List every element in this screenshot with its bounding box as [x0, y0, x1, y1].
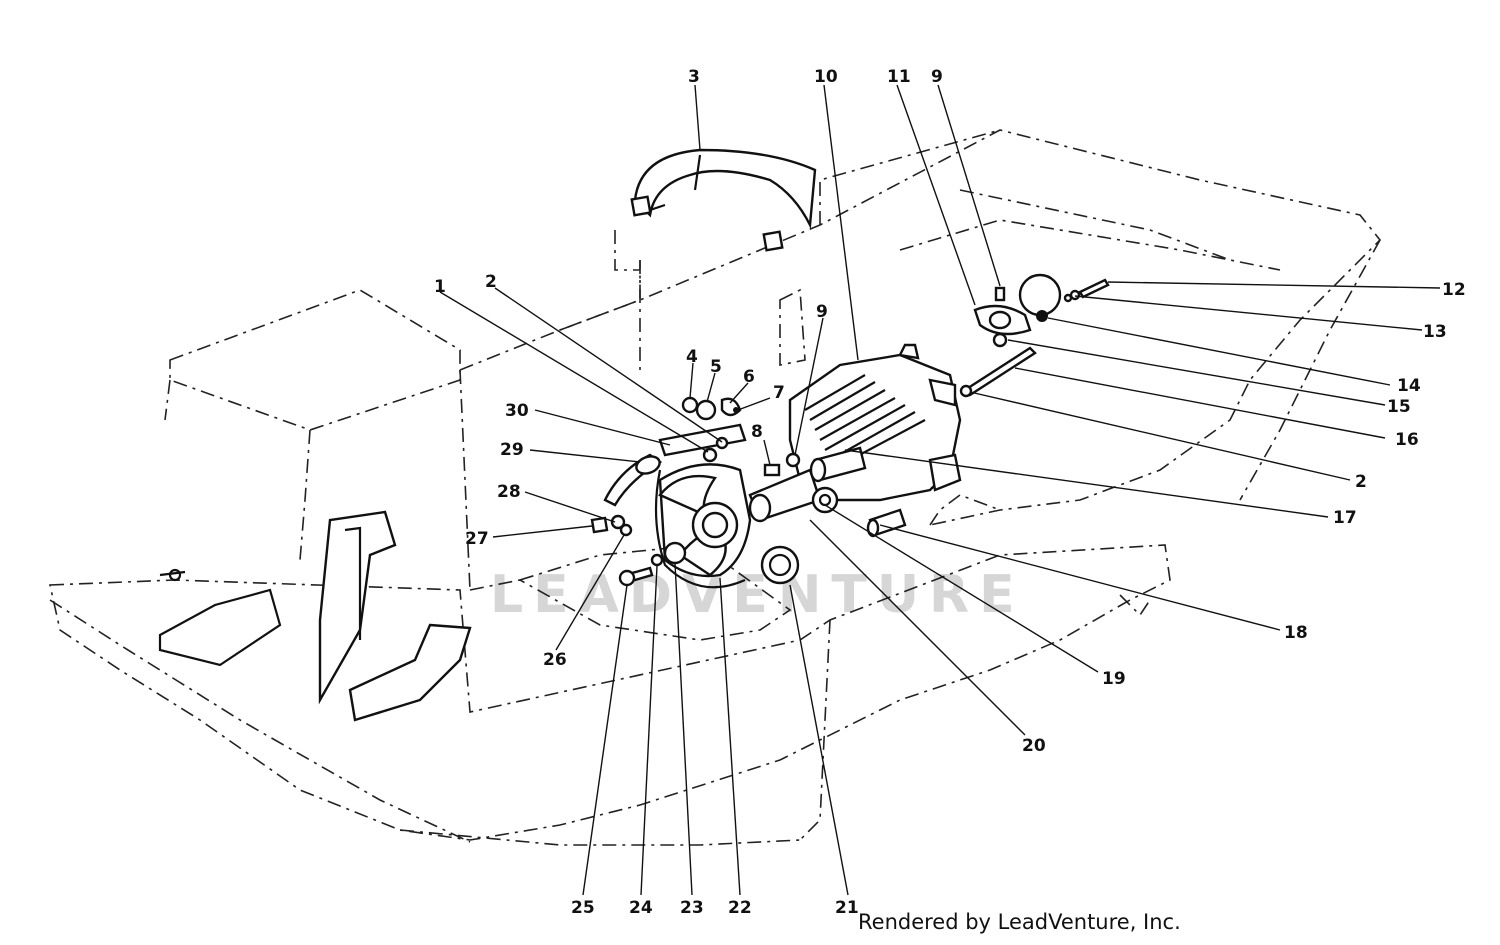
ski-mount: [158, 510, 472, 722]
chassis-outline: [49, 129, 1382, 846]
callout-22: 22: [728, 898, 752, 918]
callout-8: 8: [751, 422, 763, 442]
callout-30: 30: [505, 401, 529, 421]
callout-15: 15: [1387, 397, 1411, 417]
transmission-housing: [748, 343, 962, 538]
callout-19: 19: [1102, 669, 1126, 689]
callout-10: 10: [814, 67, 838, 87]
callout-27: 27: [465, 529, 489, 549]
callout-18: 18: [1284, 623, 1308, 643]
callout-29: 29: [500, 440, 524, 460]
callout-14: 14: [1397, 376, 1421, 396]
callout-26: 26: [543, 650, 567, 670]
callout-1: 1: [434, 277, 446, 297]
callout-24: 24: [629, 898, 653, 918]
callout-20: 20: [1022, 736, 1046, 756]
callout-11: 11: [887, 67, 911, 87]
callout-2: 2: [485, 272, 497, 292]
callout-13: 13: [1423, 322, 1447, 342]
callout-28: 28: [497, 482, 521, 502]
right-mount-parts: [959, 273, 1110, 398]
callout-6: 6: [743, 367, 755, 387]
belt-guard: [630, 148, 817, 252]
fan-pulley: [618, 463, 800, 589]
callout-9-center: 9: [816, 302, 828, 322]
callout-21: 21: [835, 898, 859, 918]
watermark: LEADVENTURE: [490, 565, 1025, 625]
callout-23: 23: [680, 898, 704, 918]
callout-7: 7: [773, 383, 785, 403]
callout-4: 4: [686, 347, 698, 367]
callout-25: 25: [571, 898, 595, 918]
callout-3: 3: [688, 67, 700, 87]
callout-2-right: 2: [1355, 472, 1367, 492]
callout-9-top: 9: [931, 67, 943, 87]
callout-12: 12: [1442, 280, 1466, 300]
callout-5: 5: [710, 357, 722, 377]
leader-lines: [439, 84, 1441, 896]
callout-17: 17: [1333, 508, 1357, 528]
callout-labels: 1 2 3 4 5 6 7 8 9 10 11 9 12 13 14 15 16…: [434, 67, 1466, 918]
linkage-assembly: [590, 396, 747, 537]
callout-16: 16: [1395, 430, 1419, 450]
footer-credit: Rendered by LeadVenture, Inc.: [858, 910, 1181, 934]
